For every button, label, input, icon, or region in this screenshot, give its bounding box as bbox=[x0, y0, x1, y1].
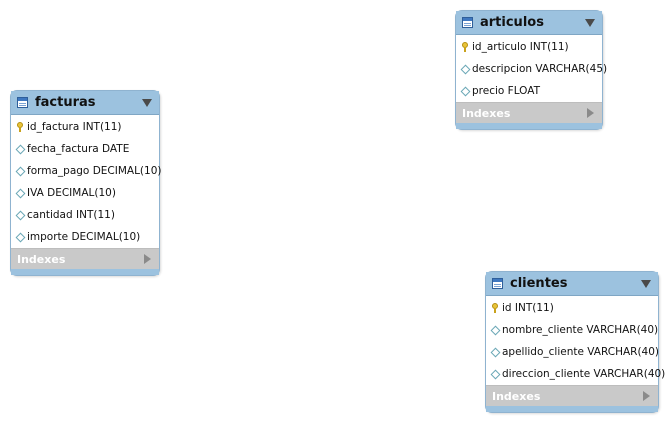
expand-arrow-icon[interactable] bbox=[144, 254, 151, 264]
column-label: importe DECIMAL(10) bbox=[27, 231, 141, 243]
table-header[interactable]: facturas bbox=[11, 91, 159, 115]
column-row[interactable]: forma_pago DECIMAL(10) bbox=[11, 160, 162, 182]
collapse-arrow-icon[interactable] bbox=[585, 19, 595, 27]
column-diamond-icon bbox=[490, 325, 501, 336]
column-row[interactable]: apellido_cliente VARCHAR(40) bbox=[486, 341, 660, 363]
table-title: clientes bbox=[510, 276, 568, 291]
column-label: nombre_cliente VARCHAR(40) bbox=[502, 324, 659, 336]
column-label: direccion_cliente VARCHAR(40) bbox=[502, 368, 666, 380]
column-diamond-icon bbox=[15, 188, 26, 199]
table-icon bbox=[492, 278, 503, 289]
column-diamond-icon bbox=[490, 347, 501, 358]
column-row[interactable]: direccion_cliente VARCHAR(40) bbox=[486, 363, 665, 385]
primary-key-icon bbox=[461, 42, 469, 52]
table-bottom-bar bbox=[486, 406, 658, 412]
column-row[interactable]: nombre_cliente VARCHAR(40) bbox=[486, 319, 658, 341]
column-row[interactable]: id_factura INT(11) bbox=[11, 116, 159, 138]
column-label: forma_pago DECIMAL(10) bbox=[27, 165, 162, 177]
primary-key-icon bbox=[16, 122, 24, 132]
indexes-section[interactable]: Indexes bbox=[456, 102, 602, 123]
column-label: fecha_factura DATE bbox=[27, 143, 130, 155]
column-label: IVA DECIMAL(10) bbox=[27, 187, 116, 199]
indexes-section[interactable]: Indexes bbox=[11, 248, 159, 269]
table-header[interactable]: clientes bbox=[486, 272, 658, 296]
column-diamond-icon bbox=[460, 86, 471, 97]
collapse-arrow-icon[interactable] bbox=[142, 99, 152, 107]
column-row[interactable]: descripcion VARCHAR(45) bbox=[456, 58, 607, 80]
table-articulos[interactable]: articulos id_articulo INT(11) descripcio… bbox=[455, 10, 607, 130]
column-row[interactable]: cantidad INT(11) bbox=[11, 204, 159, 226]
table-clientes[interactable]: clientes id INT(11) nombre_cliente VARCH… bbox=[485, 271, 665, 413]
column-row[interactable]: importe DECIMAL(10) bbox=[11, 226, 159, 248]
table-title: facturas bbox=[35, 95, 96, 110]
table-icon bbox=[17, 97, 28, 108]
column-label: descripcion VARCHAR(45) bbox=[472, 63, 608, 75]
column-diamond-icon bbox=[460, 64, 471, 75]
indexes-label: Indexes bbox=[462, 106, 511, 120]
column-row[interactable]: id INT(11) bbox=[486, 297, 658, 319]
expand-arrow-icon[interactable] bbox=[587, 108, 594, 118]
table-bottom-bar bbox=[11, 269, 159, 275]
column-diamond-icon bbox=[15, 166, 26, 177]
column-row[interactable]: fecha_factura DATE bbox=[11, 138, 159, 160]
column-label: id_articulo INT(11) bbox=[472, 41, 569, 53]
column-diamond-icon bbox=[15, 232, 26, 243]
indexes-section[interactable]: Indexes bbox=[486, 385, 658, 406]
table-title: articulos bbox=[480, 15, 544, 30]
table-facturas[interactable]: facturas id_factura INT(11) fecha_factur… bbox=[10, 90, 162, 276]
indexes-label: Indexes bbox=[17, 252, 66, 266]
column-diamond-icon bbox=[15, 210, 26, 221]
column-row[interactable]: id_articulo INT(11) bbox=[456, 36, 602, 58]
column-label: precio FLOAT bbox=[472, 85, 541, 97]
expand-arrow-icon[interactable] bbox=[643, 391, 650, 401]
primary-key-icon bbox=[491, 303, 499, 313]
indexes-label: Indexes bbox=[492, 389, 541, 403]
column-row[interactable]: precio FLOAT bbox=[456, 80, 602, 102]
column-label: id INT(11) bbox=[502, 302, 554, 314]
column-label: apellido_cliente VARCHAR(40) bbox=[502, 346, 660, 358]
table-bottom-bar bbox=[456, 123, 602, 129]
column-diamond-icon bbox=[15, 144, 26, 155]
column-label: id_factura INT(11) bbox=[27, 121, 122, 133]
table-header[interactable]: articulos bbox=[456, 11, 602, 35]
column-label: cantidad INT(11) bbox=[27, 209, 115, 221]
collapse-arrow-icon[interactable] bbox=[641, 280, 651, 288]
column-diamond-icon bbox=[490, 369, 501, 380]
column-row[interactable]: IVA DECIMAL(10) bbox=[11, 182, 159, 204]
table-icon bbox=[462, 17, 473, 28]
